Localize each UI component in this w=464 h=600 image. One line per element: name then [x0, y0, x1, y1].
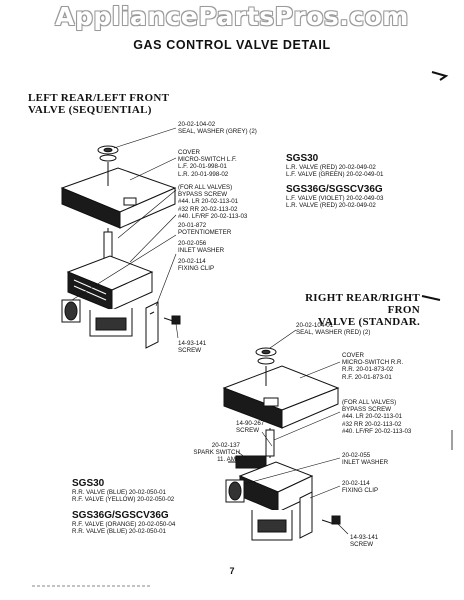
- left-bypass-label: (FOR ALL VALVES) BYPASS SCREW #44. LR 20…: [178, 184, 248, 220]
- page-title: GAS CONTROL VALVE DETAIL: [133, 38, 331, 52]
- right-fixing-clip: [299, 491, 313, 539]
- page-number: 7: [229, 566, 235, 576]
- right-seal-label: 20-02-104-01 SEAL, WASHER (RED) (2): [296, 322, 371, 337]
- right-sgs36g-heading: SGS36G/SGSCV36G: [72, 510, 169, 521]
- left-sgs36g-heading: SGS36G/SGSCV36G: [286, 184, 383, 195]
- left-cover-label: COVER MICRO-SWITCH L.F. L.F. 20-01-998-0…: [178, 149, 237, 178]
- right-fixing-clip-label: 20-02-114 FIXING CLIP: [342, 480, 379, 495]
- right-sgs36g-block: SGS36G/SGSCV36G R.F. VALVE (ORANGE) 20-0…: [72, 510, 176, 536]
- left-sgs30-block: SGS30 L.R. VALVE (RED) 20-02-049-02 L.F.…: [286, 153, 384, 179]
- edge-mark: [421, 295, 441, 301]
- right-inlet-washer-label: 20-02-055 INLET WASHER: [342, 452, 389, 467]
- left-fixing-clip-label: 20-02-114 FIXING CLIP: [178, 258, 215, 273]
- right-cover-label: COVER MICRO-SWITCH R.R. R.R. 20-01-873-0…: [342, 352, 404, 381]
- watermark: AppliancePartsPros.com: [55, 2, 409, 31]
- left-valve-body: [66, 255, 154, 337]
- right-section-title: RIGHT REAR/RIGHT FRON VALVE (STANDAR.: [305, 292, 420, 328]
- edge-mark: [431, 71, 449, 81]
- right-screw: [321, 515, 341, 525]
- left-screw-label: 14-93-141 SCREW: [178, 340, 207, 355]
- left-cover: [60, 167, 177, 229]
- left-sgs36g-block: SGS36G/SGSCV36G L.F. VALVE (VIOLET) 20-0…: [286, 184, 384, 210]
- left-seal-washer: [97, 145, 119, 162]
- right-leader-lines: [237, 329, 349, 535]
- right-screw-label: 14-93-141 SCREW: [350, 534, 379, 549]
- right-inlet: [225, 479, 245, 503]
- left-leader-lines: [71, 127, 179, 339]
- left-potentiometer-label: 20-01-872 POTENTIOMETER: [178, 222, 232, 237]
- right-spark-switch: [228, 455, 267, 469]
- right-cover: [222, 365, 340, 429]
- left-section-title: LEFT REAR/LEFT FRONT VALVE (SEQUENTIAL): [28, 92, 170, 116]
- left-sgs30-heading: SGS30: [286, 153, 319, 164]
- right-sgs30-block: SGS30 R.R. VALVE (BLUE) 20-02-050-01 R.F…: [72, 478, 175, 504]
- left-screw: [163, 315, 181, 325]
- right-bypass-label: (FOR ALL VALVES) BYPASS SCREW #44. LR 20…: [342, 399, 412, 435]
- right-screw-upper-label: 14-90-267 SCREW: [236, 420, 265, 435]
- right-sgs30-heading: SGS30: [72, 478, 105, 489]
- left-fixing-clip: [145, 301, 159, 349]
- left-inlet: [61, 299, 81, 323]
- left-inlet-washer-label: 20-02-056 INLET WASHER: [178, 240, 225, 255]
- left-seal-label: 20-02-104-02 SEAL, WASHER (GREY) (2): [178, 121, 257, 136]
- right-spark-switch-label: 20-02-137 SPARK SWITCH 11. AMP: [193, 442, 240, 464]
- right-valve-body: [238, 461, 314, 541]
- right-seal-washer: [255, 347, 277, 365]
